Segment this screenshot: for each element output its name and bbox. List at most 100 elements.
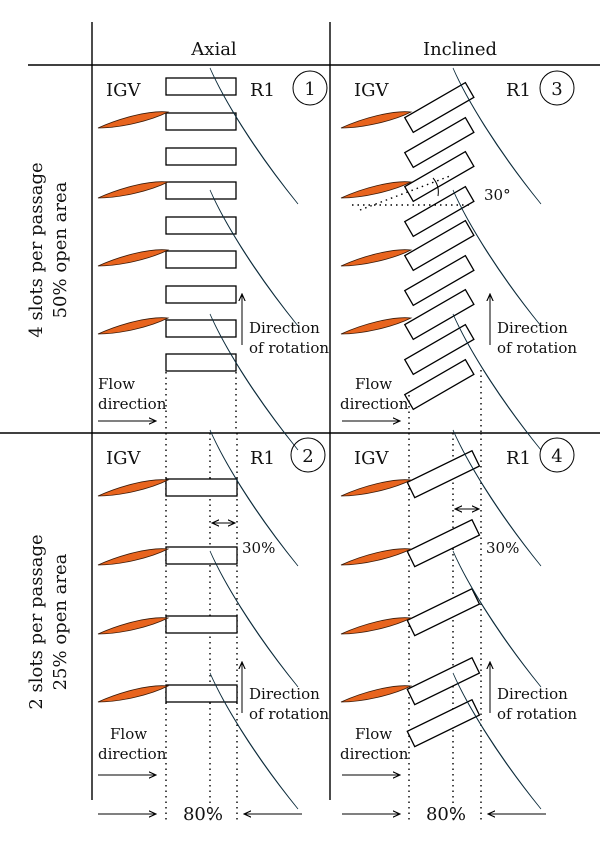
- inclined-slot: [406, 449, 481, 499]
- angle-label: 30°: [484, 186, 511, 204]
- panel-4-direction-line1: Direction: [497, 685, 568, 703]
- panel-1-direction-line2: of rotation: [249, 339, 329, 357]
- panel-3-rotor-label: R1: [506, 80, 531, 101]
- panel-1: IGV R1 1 Direction: [97, 67, 329, 451]
- inclined-slot: [406, 587, 481, 637]
- inclined-slot: [403, 323, 475, 376]
- row-header-top: 4 slots per passage 50% open area: [26, 162, 71, 337]
- igv-vane: [340, 181, 412, 199]
- panel-2-slots: [165, 478, 238, 703]
- igv-vane: [340, 317, 412, 335]
- panel-2-30pct-label: 30%: [242, 539, 275, 557]
- panel-4-igv-label: IGV: [354, 448, 389, 469]
- igv-vane: [97, 249, 169, 267]
- slot: [165, 181, 237, 200]
- inclined-slot: [403, 219, 475, 272]
- row-header-top-line1: 4 slots per passage: [26, 162, 47, 337]
- panel-1-igv-label: IGV: [106, 80, 141, 101]
- panel-2-number: 2: [302, 446, 313, 467]
- panel-3-number: 3: [551, 79, 562, 100]
- panel-4-80pct-label: 80%: [426, 804, 466, 825]
- panel-4-slots: [406, 449, 481, 748]
- panel-2-flow-line2: direction: [98, 745, 167, 763]
- igv-vane: [97, 317, 169, 335]
- row-header-bottom-line2: 25% open area: [50, 553, 71, 690]
- panel-1-number: 1: [304, 79, 315, 100]
- igv-vane: [97, 685, 169, 703]
- panel-3-direction-line2: of rotation: [497, 339, 577, 357]
- row-header-bottom-line1: 2 slots per passage: [26, 534, 47, 709]
- panel-4-30pct-label: 30%: [486, 539, 519, 557]
- panel-4-rotor-label: R1: [506, 448, 531, 469]
- panel-1-flow-line1: Flow: [98, 375, 135, 393]
- inclined-slot: [403, 150, 475, 203]
- panel-2-rotor-label: R1: [250, 448, 275, 469]
- igv-vane: [340, 111, 412, 129]
- slot: [165, 77, 237, 96]
- panel-3-number-circle: [539, 70, 575, 106]
- igv-vane: [97, 548, 169, 566]
- panel-4-flow-line2: direction: [340, 745, 409, 763]
- panel-2-igv-label: IGV: [106, 448, 141, 469]
- panel-2-flow-line1: Flow: [110, 725, 147, 743]
- igv-vane: [340, 617, 412, 635]
- panel-3: IGV R1 3 30°: [340, 67, 577, 451]
- panel-3-flow-line2: direction: [340, 395, 409, 413]
- slot: [165, 615, 238, 634]
- inclined-slot: [403, 81, 475, 134]
- inclined-slot: [406, 656, 481, 706]
- slot: [165, 216, 237, 235]
- panel-4-number: 4: [551, 446, 562, 467]
- panel-4-rotor-blades: [452, 429, 542, 810]
- inclined-slot: [403, 288, 475, 341]
- panel-1-number-circle: [292, 70, 328, 106]
- panel-1-igv-vanes: [97, 111, 169, 335]
- panel-4-igv-vanes: [340, 479, 412, 703]
- slot: [165, 319, 237, 338]
- inclined-slot: [403, 254, 475, 307]
- inclined-slot: [403, 185, 475, 238]
- igv-vane: [97, 111, 169, 129]
- slot: [165, 546, 238, 565]
- inclined-slot: [403, 116, 475, 169]
- igv-vane: [97, 617, 169, 635]
- row-header-bottom: 2 slots per passage 25% open area: [26, 534, 71, 709]
- panel-4-number-circle: [539, 437, 575, 473]
- igv-vane: [340, 479, 412, 497]
- panel-2-direction-line1: Direction: [249, 685, 320, 703]
- igv-vane: [340, 249, 412, 267]
- slot: [165, 147, 237, 166]
- row-header-top-line2: 50% open area: [50, 181, 71, 318]
- panel-4-flow-line1: Flow: [355, 725, 392, 743]
- panel-1-slots: [165, 77, 237, 372]
- igv-vane: [340, 685, 412, 703]
- angle-arc: [432, 177, 439, 197]
- column-header-inclined: Inclined: [423, 39, 497, 60]
- igv-vane: [97, 479, 169, 497]
- panel-2-number-circle: [290, 437, 326, 473]
- panel-3-direction-line1: Direction: [497, 319, 568, 337]
- panel-3-igv-vanes: [340, 111, 412, 335]
- slot: [165, 353, 237, 372]
- panel-4-direction-line2: of rotation: [497, 705, 577, 723]
- slot: [165, 112, 237, 131]
- panel-2-80pct-label: 80%: [183, 804, 223, 825]
- igv-vane: [97, 181, 169, 199]
- slot: [165, 684, 238, 703]
- column-header-axial: Axial: [190, 39, 237, 60]
- slot: [165, 285, 237, 304]
- panel-3-slots: [403, 81, 475, 411]
- panel-2-igv-vanes: [97, 479, 169, 703]
- panel-2-direction-line2: of rotation: [249, 705, 329, 723]
- panel-4: IGV R1 4 30% Direction of rota: [340, 429, 577, 825]
- panel-1-rotor-label: R1: [250, 80, 275, 101]
- slot: [165, 250, 237, 269]
- panel-2: IGV R1 2 30% Direction of rotation: [97, 429, 329, 825]
- panel-1-flow-line2: direction: [98, 395, 167, 413]
- inclined-slot: [406, 518, 481, 568]
- inclined-slot: [406, 698, 481, 748]
- igv-vane: [340, 548, 412, 566]
- slot: [165, 478, 238, 497]
